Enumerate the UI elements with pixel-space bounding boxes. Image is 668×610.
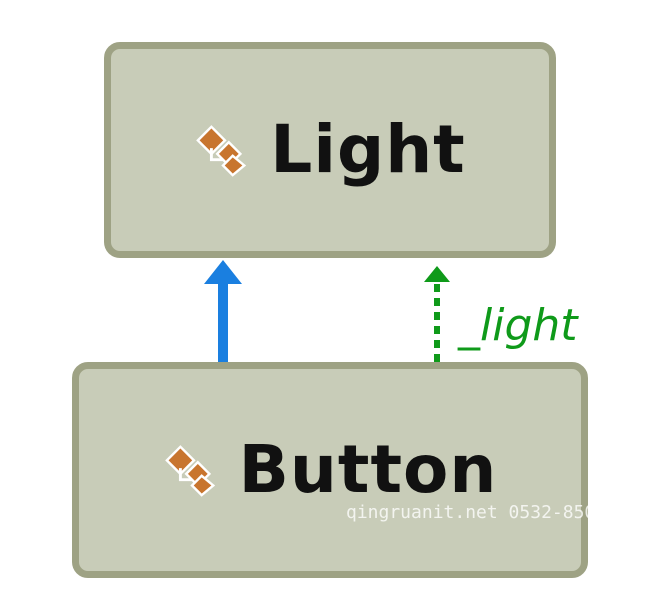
class-name-button: Button	[238, 431, 498, 508]
class-box-button-content: Button	[163, 437, 498, 503]
association-arrow-head	[424, 266, 450, 282]
class-box-light-content: Light	[194, 117, 465, 183]
association-arrow[interactable]	[424, 266, 450, 362]
class-name-light: Light	[270, 111, 466, 188]
association-label: _light	[458, 300, 578, 351]
class-box-light[interactable]: Light	[104, 42, 556, 258]
watermark-text: qingruanit.net 0532-85025005	[346, 502, 650, 523]
inheritance-arrow[interactable]	[204, 260, 242, 362]
class-icon	[196, 125, 247, 177]
inheritance-arrow-head	[204, 260, 242, 284]
class-box-button[interactable]: Button	[72, 362, 588, 578]
class-icon	[164, 445, 215, 497]
